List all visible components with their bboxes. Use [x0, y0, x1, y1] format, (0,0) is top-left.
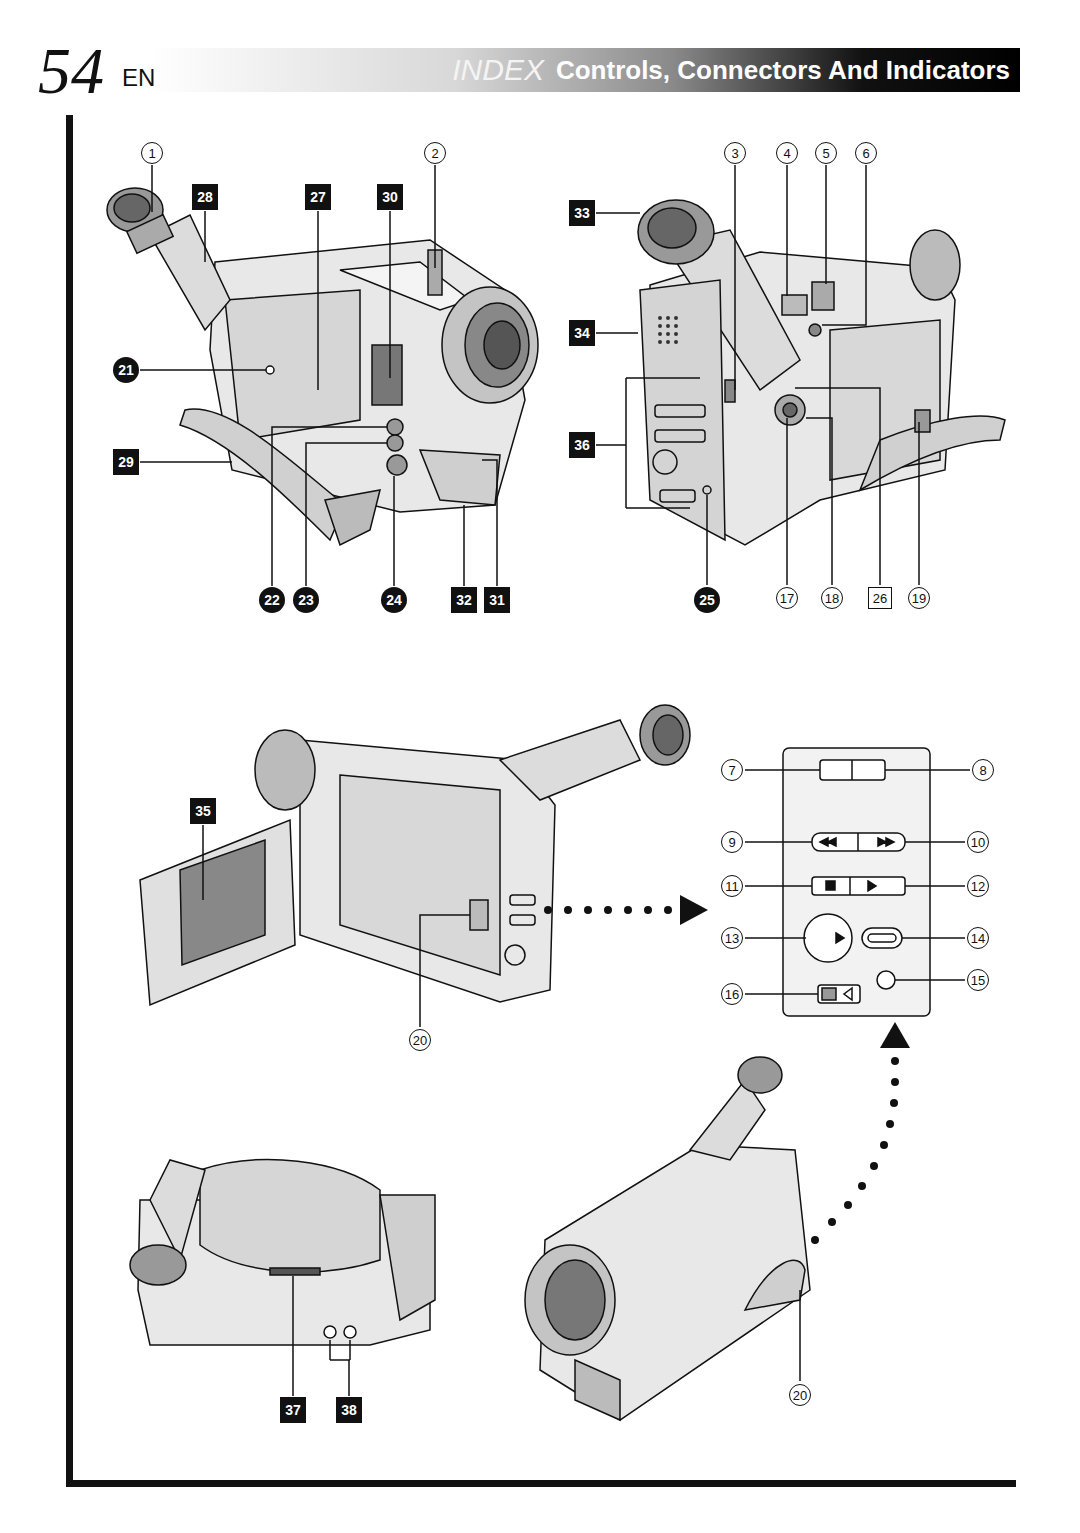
callout-number: 20: [789, 1384, 811, 1406]
callout-number: 20: [409, 1029, 431, 1051]
callout-number: 7: [721, 759, 743, 781]
callout-number: 26: [868, 587, 892, 609]
callout-number: 17: [776, 587, 798, 609]
callout-number: 9: [721, 831, 743, 853]
callout-number: 32: [451, 587, 477, 613]
callout-number: 4: [776, 142, 798, 164]
callout-number: 15: [967, 969, 989, 991]
callout-number: 11: [721, 875, 743, 897]
callout-number: 25: [694, 587, 720, 613]
callout-number: 37: [280, 1397, 306, 1423]
callout-number: 2: [424, 142, 446, 164]
callout-number: 5: [815, 142, 837, 164]
callout-number: 35: [190, 798, 216, 824]
callout-number: 38: [336, 1397, 362, 1423]
callout-number: 24: [381, 587, 407, 613]
callout-number: 31: [484, 587, 510, 613]
callout-number: 29: [113, 449, 139, 475]
callout-number: 12: [967, 875, 989, 897]
callout-number: 1: [141, 142, 163, 164]
section-title: Controls, Connectors And Indicators: [556, 55, 1010, 86]
page-number: 54: [38, 38, 104, 104]
callout-number: 28: [192, 184, 218, 210]
callout-number: 8: [972, 759, 994, 781]
callout-number: 22: [259, 587, 285, 613]
callout-number: 34: [569, 320, 595, 346]
callout-number: 14: [967, 927, 989, 949]
index-heading: INDEX: [452, 53, 544, 87]
callout-number: 30: [377, 184, 403, 210]
callout-number: 10: [967, 831, 989, 853]
callout-number: 18: [821, 587, 843, 609]
callout-number: 27: [305, 184, 331, 210]
header-band: INDEX Controls, Connectors And Indicators: [150, 48, 1020, 92]
callout-number: 16: [721, 983, 743, 1005]
callout-number: 23: [293, 587, 319, 613]
language-code: EN: [122, 66, 155, 90]
callout-number: 33: [569, 200, 595, 226]
callout-number: 3: [724, 142, 746, 164]
callout-number: 19: [908, 587, 930, 609]
callout-number: 36: [569, 432, 595, 458]
callout-number: 6: [855, 142, 877, 164]
callout-number: 13: [721, 927, 743, 949]
callout-number: 21: [113, 357, 139, 383]
